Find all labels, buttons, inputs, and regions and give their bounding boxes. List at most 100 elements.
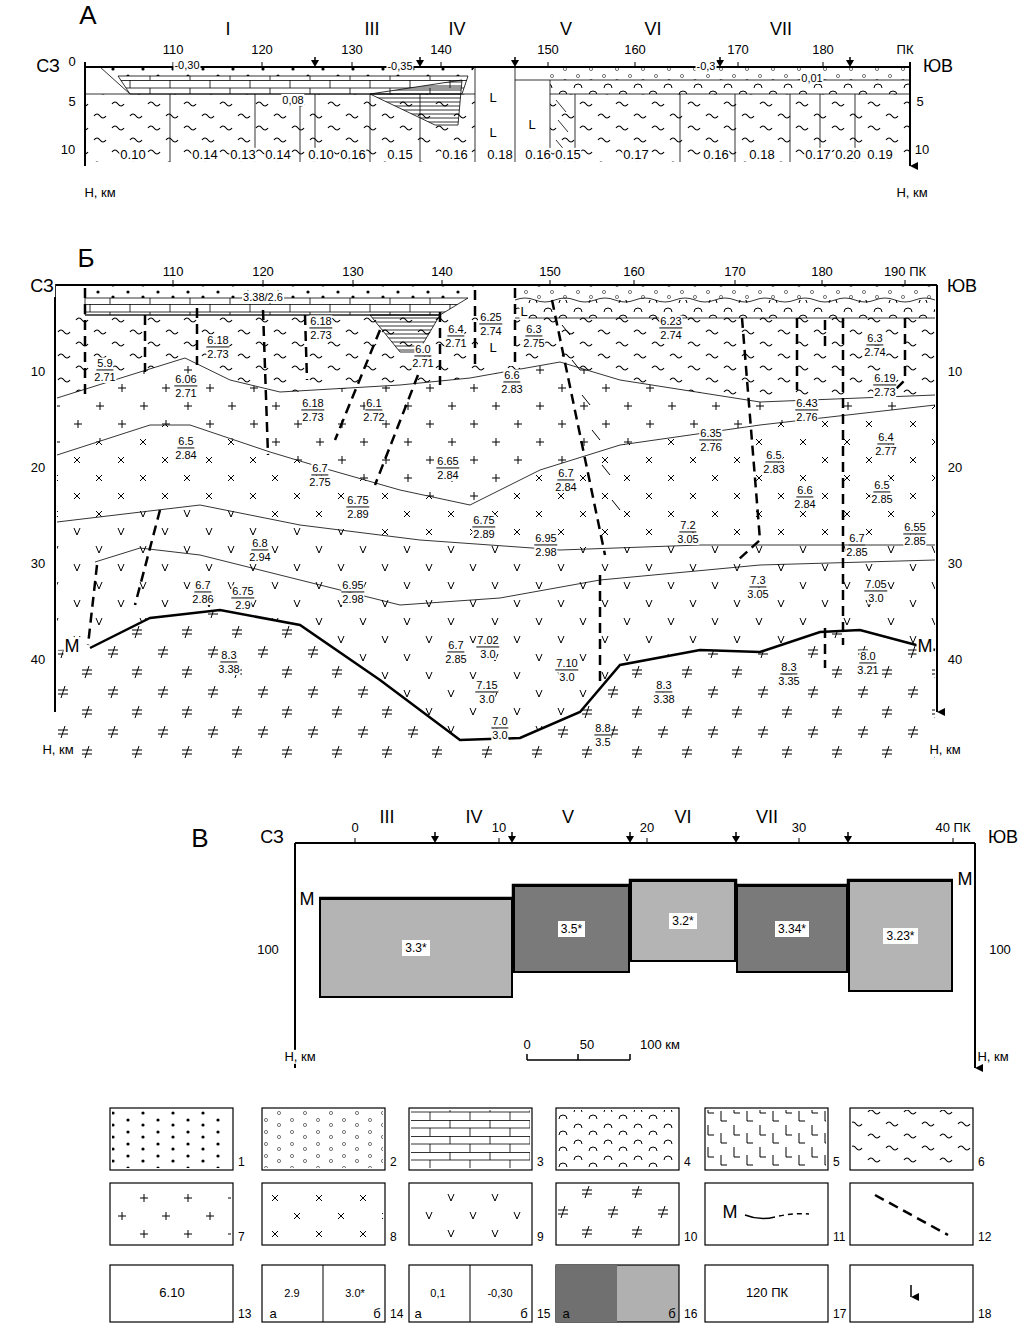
velocity-value: 6.3 <box>866 332 883 345</box>
value-label: а <box>561 1307 570 1321</box>
density-value: 3.35 <box>777 675 800 687</box>
boundary-arrowhead <box>732 836 740 843</box>
density-value: 2.77 <box>874 445 897 457</box>
density-value: 3.2* <box>669 913 696 929</box>
velocity-value: 6.75 <box>231 585 254 598</box>
value-label: 0 <box>350 821 359 835</box>
legend-sample <box>617 1265 679 1322</box>
value-label: 0,1 <box>429 1287 446 1299</box>
value-label: 5 <box>67 95 76 109</box>
velocity-value: 8.3 <box>780 661 797 674</box>
axis-label: III <box>378 808 395 828</box>
density-value: 2.73 <box>873 386 896 398</box>
value-label: 0.18 <box>748 148 775 162</box>
value-label: 140 <box>430 265 454 279</box>
density-value: 2.71 <box>174 387 197 399</box>
legend-box <box>556 1108 679 1170</box>
legend-sample <box>558 1110 677 1168</box>
value-label: 170 <box>726 43 750 57</box>
value-label: 10 <box>30 365 46 379</box>
boundary-arrowhead <box>844 836 852 843</box>
velocity-value: 6.19 <box>873 372 896 385</box>
value-label: 0.15 <box>554 148 581 162</box>
velocity-value: 7.0 <box>491 715 508 728</box>
value-label: 190 ПК <box>883 265 927 279</box>
density-value: 3.38 <box>652 693 675 705</box>
value-label: 3.38/2.6 <box>242 291 284 303</box>
boundary-arrowhead <box>626 836 634 843</box>
legend-sample <box>411 1110 530 1168</box>
value-label: 160 <box>623 43 647 57</box>
value-label: 0.16 <box>524 148 551 162</box>
value-label: 0.16 <box>339 148 366 162</box>
legend-box <box>705 1265 828 1322</box>
layer-boundary <box>95 548 935 605</box>
velocity-value: 7.15 <box>475 679 498 692</box>
density-value: 2.74 <box>479 325 502 337</box>
value-label: 120 ПК <box>745 1286 789 1300</box>
axis-label: СЗ <box>29 277 55 297</box>
value-label: L <box>488 91 497 105</box>
value-label: 0 <box>67 55 76 69</box>
value-label: 110 <box>162 43 185 57</box>
velocity-value: 6.7 <box>557 467 574 480</box>
legend-divider <box>470 1265 471 1322</box>
axis-label: VI <box>643 20 662 40</box>
value-label: 10 <box>60 143 76 157</box>
density-value: 2.75 <box>308 476 331 488</box>
value-label: -0,30 <box>173 59 200 71</box>
axis-label: V <box>559 20 573 40</box>
velocity-value: 7.02 <box>476 634 499 647</box>
value-label: 110 <box>162 265 185 279</box>
value-label: -0,3 <box>696 60 717 72</box>
value-label: 30 <box>947 557 963 571</box>
legend-box <box>262 1183 385 1245</box>
value-label: 160 <box>622 265 646 279</box>
value-label: 10 <box>491 821 507 835</box>
density-value: 2.9 <box>234 599 251 611</box>
density-value: 2.84 <box>436 469 459 481</box>
mantle-block: 3.3* <box>319 898 513 998</box>
legend-number: 6 <box>977 1156 986 1169</box>
legend-number: 10 <box>683 1231 698 1244</box>
value-label: 0.14 <box>264 148 291 162</box>
velocity-value: 8.0 <box>859 650 876 663</box>
value-label: а <box>413 1307 422 1321</box>
density-value: 3.0 <box>478 693 495 705</box>
value-label: Н, км <box>895 186 928 200</box>
velocity-value: 6.7 <box>311 462 328 475</box>
value-label: 150 <box>538 265 562 279</box>
legend-box <box>556 1183 679 1245</box>
axis-label: VII <box>769 20 793 40</box>
axis-label: ЮВ <box>922 57 954 77</box>
density-value: 2.94 <box>248 551 271 563</box>
layer-boundary <box>57 505 935 550</box>
velocity-value: 7.10 <box>555 657 578 670</box>
value-label: 0.10 <box>119 148 146 162</box>
value-label: 130 <box>340 43 364 57</box>
density-value: 2.86 <box>191 593 214 605</box>
legend-sample <box>411 1185 530 1243</box>
mantle-block: 3.5* <box>513 885 630 973</box>
density-value: 2.85 <box>903 535 926 547</box>
velocity-value: 6.5 <box>177 435 194 448</box>
panel-letter: Б <box>76 244 95 273</box>
legend-box <box>556 1265 679 1322</box>
density-value: 3.21 <box>856 664 879 676</box>
legend-number: 18 <box>977 1308 992 1321</box>
boundary-arrowhead <box>716 60 724 67</box>
value-label: 130 <box>341 265 365 279</box>
velocity-value: 6.7 <box>447 639 464 652</box>
legend-sample <box>112 1185 231 1243</box>
legend-sample <box>745 1215 775 1219</box>
value-label: L <box>519 305 528 319</box>
density-value: 2.72 <box>362 411 385 423</box>
velocity-value: 6.06 <box>174 373 197 386</box>
value-label: 30 <box>791 821 807 835</box>
value-label: 10 <box>914 143 930 157</box>
value-label: ПК <box>896 43 915 57</box>
value-label: 180 <box>811 43 835 57</box>
legend-number: 16 <box>683 1308 698 1321</box>
boundary-arrowhead <box>431 836 439 843</box>
value-label: 0.16 <box>441 148 468 162</box>
